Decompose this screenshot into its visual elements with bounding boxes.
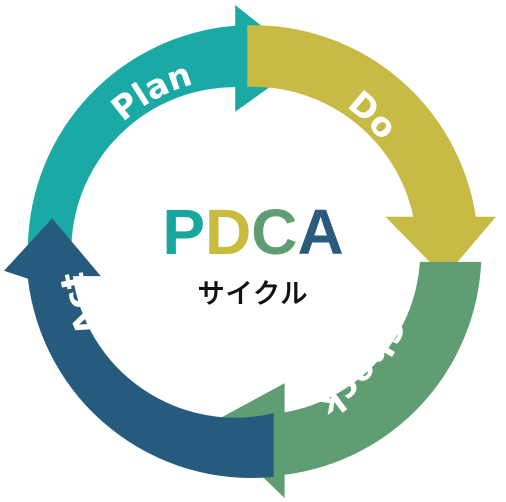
do-arrow [247, 25, 496, 278]
arrow-segments [4, 5, 496, 498]
plan-arrow [27, 5, 307, 246]
check-arrow [208, 261, 482, 498]
center-subtitle: サイクル [198, 279, 309, 310]
act-arrow [4, 218, 274, 479]
title-letter-d: D [205, 196, 251, 268]
title-letter-p: P [162, 196, 205, 268]
center-title: PDCA [162, 196, 343, 268]
title-letter-a: A [297, 196, 343, 268]
title-letter-c: C [251, 196, 297, 268]
